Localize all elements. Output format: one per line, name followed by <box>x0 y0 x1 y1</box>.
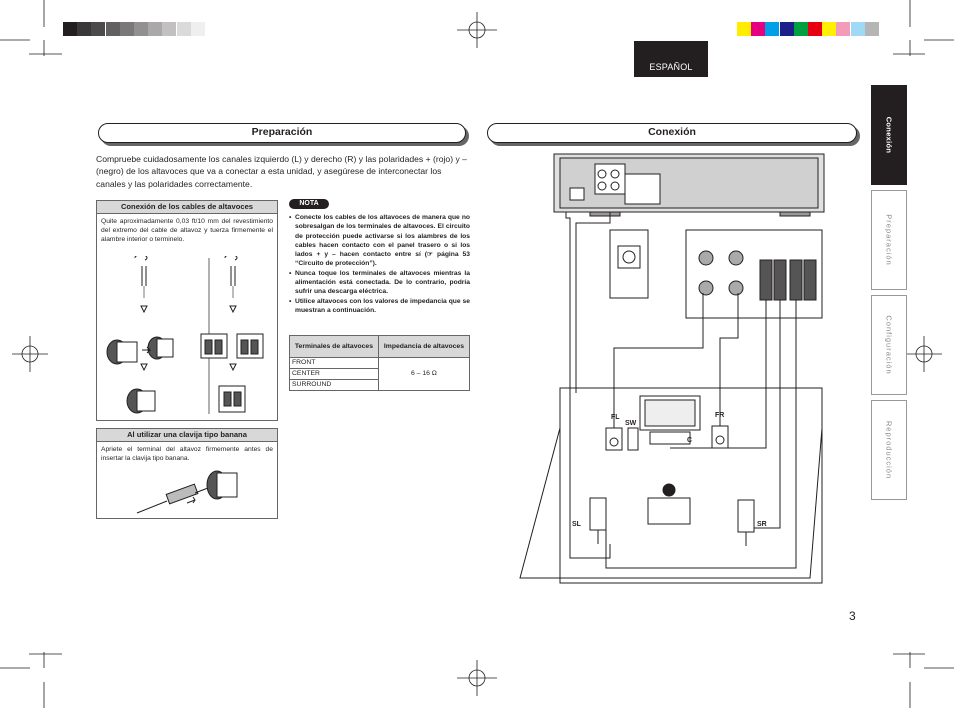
impedance-table: Terminales de altavoces Impedancia de al… <box>289 335 471 391</box>
side-tab-preparacion[interactable]: Preparación <box>871 190 907 290</box>
color-swatch <box>850 22 865 36</box>
nota-item: Utilice altavoces con los valores de imp… <box>289 297 470 316</box>
speaker-label-fr: FR <box>715 412 725 419</box>
color-swatch <box>822 22 837 36</box>
gray-swatch <box>190 22 205 36</box>
impedance-table-header: Impedancia de altavoces <box>377 335 471 358</box>
nota-list: Conecte los cables de los altavoces de m… <box>289 213 470 315</box>
nota-badge: NOTA <box>289 199 329 209</box>
gray-swatch <box>91 22 106 36</box>
language-tab: ESPAÑOL <box>634 41 708 77</box>
intro-paragraph: Compruebe cuidadosamente los canales izq… <box>96 154 467 189</box>
impedance-row-front: FRONT <box>289 357 379 369</box>
side-tab-conexion[interactable]: Conexión <box>871 85 907 185</box>
speaker-label-fl: FL <box>611 414 620 421</box>
impedance-row-center: CENTER <box>289 368 379 380</box>
section-header-conexion: Conexión <box>487 123 857 143</box>
gray-swatch <box>119 22 134 36</box>
color-swatch <box>808 22 822 36</box>
color-swatch <box>751 22 766 36</box>
impedance-row-surround: SURROUND <box>289 379 379 391</box>
gray-swatch <box>105 22 120 36</box>
color-swatch <box>793 22 808 36</box>
color-swatch <box>737 22 751 36</box>
banana-plug-box: Al utilizar una clavija tipo banana Apri… <box>96 428 278 519</box>
cable-connection-box: Conexión de los cables de altavoces Quit… <box>96 200 278 421</box>
speaker-label-sr: SR <box>757 521 767 528</box>
color-swatch <box>836 22 851 36</box>
section-header-preparacion: Preparación <box>98 123 466 143</box>
page-number: 3 <box>849 609 856 623</box>
color-swatch <box>864 22 879 36</box>
nota-item: Nunca toque los terminales de altavoces … <box>289 269 470 297</box>
gray-swatch <box>176 22 191 36</box>
connection-diagram <box>519 153 825 584</box>
gray-swatch <box>148 22 163 36</box>
cable-box-text: Quite aproximadamente 0,03 ft/10 mm del … <box>101 218 273 244</box>
gray-swatch <box>134 22 148 36</box>
cable-box-title: Conexión de los cables de altavoces <box>97 201 277 214</box>
side-tab-reproduccion[interactable]: Reproducción <box>871 400 907 500</box>
speaker-label-c: C <box>687 437 693 444</box>
impedance-value: 6 – 16 Ω <box>377 357 471 391</box>
banana-plug-illustration <box>136 470 238 514</box>
gray-swatch <box>63 22 77 36</box>
speaker-label-sl: SL <box>572 521 581 528</box>
color-swatch <box>765 22 780 36</box>
gray-swatch <box>77 22 92 36</box>
cable-stripping-illustration <box>106 256 264 414</box>
banana-box-text: Apriete el terminal del altavoz firmemen… <box>101 446 273 463</box>
color-swatch <box>779 22 794 36</box>
speaker-label-sw: SW <box>625 420 637 427</box>
nota-item: Conecte los cables de los altavoces de m… <box>289 213 470 269</box>
side-tab-configuracion[interactable]: Configuración <box>871 295 907 395</box>
banana-box-title: Al utilizar una clavija tipo banana <box>97 429 277 442</box>
gray-swatch <box>162 22 177 36</box>
impedance-table-header: Terminales de altavoces <box>289 335 379 358</box>
